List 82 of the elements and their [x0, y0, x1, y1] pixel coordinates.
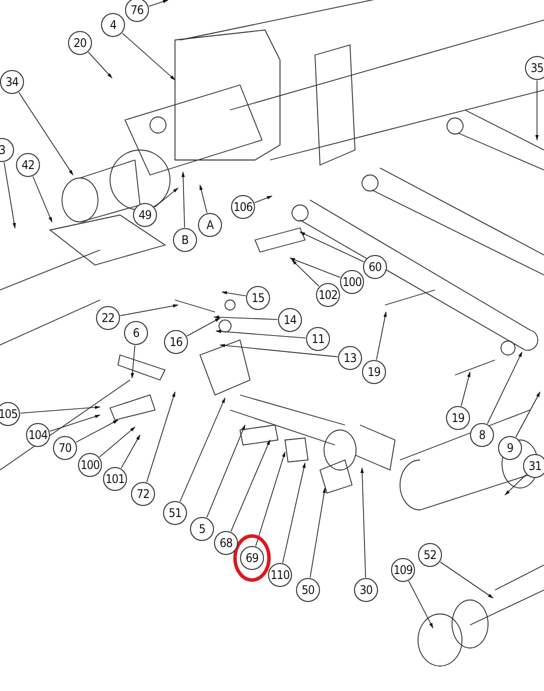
leader-line	[300, 232, 364, 262]
leader-line	[310, 487, 326, 578]
callout-number: 69	[240, 546, 264, 570]
callout-number: 35	[525, 56, 544, 80]
callout-number: 30	[354, 578, 378, 602]
leader-line	[360, 467, 366, 578]
leader-line	[230, 439, 270, 532]
callout-number: 106	[231, 195, 255, 219]
callout-number: 22	[96, 306, 120, 330]
callout-number: 9	[498, 436, 522, 460]
callout-number: 34	[0, 70, 24, 94]
callout-number: 20	[68, 31, 92, 55]
leader-line	[88, 52, 112, 78]
leader-line	[460, 371, 470, 406]
leader-line	[50, 414, 101, 432]
leader-line	[504, 474, 526, 496]
leader-line	[20, 406, 101, 414]
callout-number: 105	[0, 402, 20, 426]
leader-line	[154, 188, 178, 208]
leader-line	[130, 345, 136, 379]
leader-line	[292, 260, 320, 287]
leader-line	[408, 580, 434, 628]
callout-number: 76	[125, 0, 149, 22]
leader-line	[120, 304, 179, 316]
leader-line	[148, 0, 169, 7]
callout-number: B	[173, 228, 197, 252]
leader-line	[4, 162, 16, 229]
callout-number: 19	[446, 406, 470, 430]
leader-line	[200, 184, 208, 214]
callout-number: 31	[523, 454, 544, 478]
callout-number: 13	[338, 346, 362, 370]
leader-line	[18, 92, 74, 176]
leader-line	[535, 80, 539, 141]
callout-number: 60	[363, 255, 387, 279]
callout-number: 51	[163, 501, 187, 525]
leader-line	[206, 424, 246, 518]
leader-line	[181, 171, 185, 228]
leader-line	[487, 352, 522, 424]
callout-number: A	[198, 213, 222, 237]
leader-line	[180, 397, 226, 502]
callout-number: 11	[306, 327, 330, 351]
callout-number: 101	[103, 467, 127, 491]
leader-line	[255, 451, 286, 546]
callout-number: 14	[278, 308, 302, 332]
leader-line	[440, 562, 494, 598]
leader-line	[289, 258, 341, 278]
callout-number: 72	[131, 482, 155, 506]
callout-number: 49	[133, 203, 157, 227]
callout-number: 100	[340, 270, 364, 294]
leader-line	[282, 462, 306, 564]
callout-number: 19	[362, 360, 386, 384]
callout-number: 3	[0, 138, 14, 162]
leader-line	[99, 426, 136, 458]
callout-number: 52	[418, 543, 442, 567]
callout-number: 70	[53, 436, 77, 460]
leader-line	[122, 32, 176, 80]
leader-line	[120, 434, 140, 468]
leader-line	[213, 316, 278, 320]
callout-number: 102	[316, 283, 340, 307]
leader-line	[146, 391, 176, 482]
callout-number: 5	[190, 517, 214, 541]
leader-line	[186, 318, 220, 336]
leader-line	[516, 392, 540, 438]
callout-number: 100	[78, 453, 102, 477]
callout-number: 68	[214, 531, 238, 555]
callout-number: 109	[391, 558, 415, 582]
leader-line	[219, 344, 338, 358]
callout-number: 4	[101, 13, 125, 37]
callout-number: 50	[296, 578, 320, 602]
callout-number: 110	[268, 563, 292, 587]
callout-number: 16	[164, 330, 188, 354]
leader-line	[76, 420, 118, 443]
leader-line	[376, 311, 387, 360]
leader-line	[215, 330, 306, 338]
leader-line	[32, 176, 52, 223]
leader-line	[221, 291, 246, 296]
callout-number: 42	[16, 153, 40, 177]
leader-line	[254, 196, 273, 203]
callout-number: 8	[470, 423, 494, 447]
callout-number: 6	[124, 321, 148, 345]
callout-number: 15	[246, 286, 270, 310]
callout-number: 104	[26, 423, 50, 447]
